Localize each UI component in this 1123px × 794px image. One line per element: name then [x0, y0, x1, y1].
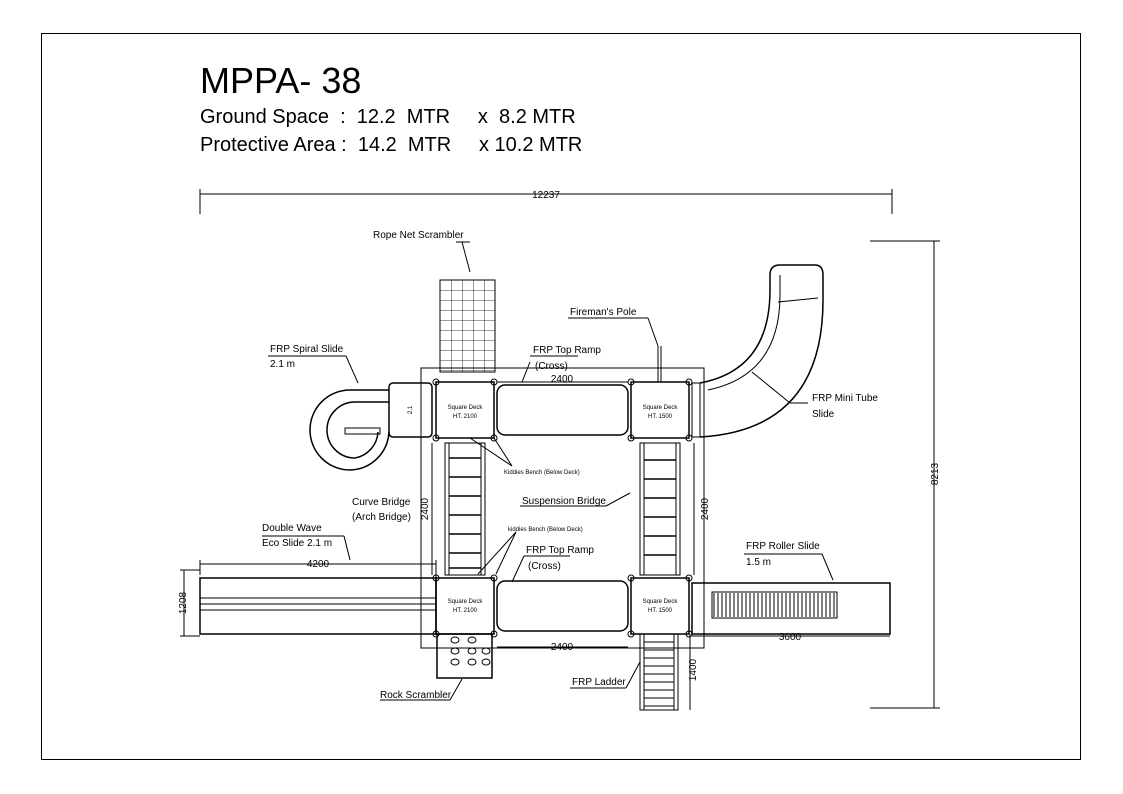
top-ramp-label-2: (Cross) [535, 361, 568, 372]
rock-scrambler: Rock Scrambler [380, 633, 493, 701]
curve-bridge-dimension: 2400 [420, 497, 431, 520]
rock-holds [450, 636, 491, 666]
deck-top-left [435, 381, 495, 439]
kiddies-bench-top-label: Kiddies Bench (Below Deck) [504, 470, 580, 476]
rock-hold [481, 647, 491, 655]
rock-hold [450, 636, 460, 644]
suspension-bridge: 2400 Suspension Bridge [520, 442, 711, 576]
rock-hold [450, 647, 460, 655]
top-ramp-dimension: 2400 [551, 374, 574, 385]
curve-bridge-label-2: (Arch Bridge) [352, 512, 411, 523]
mini-tube-label-2: Slide [812, 409, 835, 420]
wave-slide-length: 4200 [307, 559, 330, 570]
protective-area-spec: Protective Area : 14.2 MTR x 10.2 MTR [200, 134, 583, 156]
deck-bottom-left [435, 577, 495, 635]
deck-bottom-right-label-2: HT. 1500 [648, 608, 673, 614]
wave-slide-label-1: Double Wave [262, 523, 322, 534]
deck-bottom-right [630, 577, 690, 635]
kiddies-bench-notes: Kiddies Bench (Below Deck) kiddies Bench… [469, 437, 583, 575]
rope-net-label: Rope Net Scrambler [373, 230, 464, 241]
top-ramp-label-1: FRP Top Ramp [533, 345, 601, 356]
spiral-slide-label-2: 2.1 m [270, 359, 295, 370]
mini-tube-label-1: FRP Mini Tube [812, 393, 878, 404]
rock-hold [467, 658, 477, 666]
roller-slide-label-1: FRP Roller Slide [746, 541, 820, 552]
ground-space-spec: Ground Space : 12.2 MTR x 8.2 MTR [200, 106, 576, 128]
kiddies-bench-bottom-label: kiddies Bench (Below Deck) [508, 527, 583, 533]
rock-hold [467, 636, 477, 644]
bottom-ramp: 2400 FRP Top Ramp (Cross) [496, 545, 629, 653]
top-ramp: 2400 FRP Top Ramp (Cross) [496, 345, 629, 436]
frp-mini-tube-slide: FRP Mini Tube Slide [691, 264, 878, 438]
bottom-ramp-dimension: 2400 [551, 642, 574, 653]
rock-hold [481, 658, 491, 666]
platform-structure: Square Deck HT. 2100 Square Deck HT. 150… [420, 367, 705, 649]
suspension-bridge-dimension: 2400 [700, 497, 711, 520]
deck-bottom-left-label-1: Square Deck [448, 599, 484, 605]
rock-scrambler-label: Rock Scrambler [380, 690, 452, 701]
ladder-label: FRP Ladder [572, 677, 626, 688]
deck-top-left-label-1: Square Deck [448, 405, 484, 411]
frp-roller-slide: 3600 FRP Roller Slide 1.5 m [691, 541, 891, 643]
bottom-ramp-label-2: (Cross) [528, 561, 561, 572]
roller-bars [713, 593, 835, 617]
firemans-pole-label: Fireman's Pole [570, 307, 637, 318]
wave-slide-width: 1208 [178, 591, 189, 614]
overall-width-label: 12237 [532, 190, 560, 201]
deck-bottom-right-label-1: Square Deck [643, 599, 679, 605]
bottom-ramp-label-1: FRP Top Ramp [526, 545, 594, 556]
spiral-height-label: 2.1 [408, 405, 414, 414]
double-wave-eco-slide: 4200 1208 Double Wave Eco Slide 2.1 m [178, 523, 437, 637]
drawing-title: MPPA- 38 [200, 60, 362, 101]
drawing-frame [41, 33, 1081, 760]
deck-bottom-left-label-2: HT. 2100 [453, 608, 478, 614]
rope-net-scrambler: Rope Net Scrambler [373, 230, 496, 373]
overall-width-dimension: 12237 [199, 189, 893, 214]
overall-height-dimension: 8213 [870, 240, 941, 709]
deck-top-right [630, 381, 690, 439]
frp-ladder: 1400 FRP Ladder [570, 633, 699, 711]
rock-hold [450, 658, 460, 666]
deck-top-right-label-1: Square Deck [643, 405, 679, 411]
deck-top-right-label-2: HT. 1500 [648, 414, 673, 420]
frp-spiral-slide: 2.1 FRP Spiral Slide 2.1 m [268, 344, 433, 471]
ladder-dimension: 1400 [688, 658, 699, 681]
spiral-slide-label-1: FRP Spiral Slide [270, 344, 344, 355]
deck-top-left-label-2: HT. 2100 [453, 414, 478, 420]
wave-slide-label-2: Eco Slide 2.1 m [262, 538, 332, 549]
overall-height-label: 8213 [930, 462, 941, 485]
rock-hold [467, 647, 477, 655]
roller-slide-length: 3600 [779, 632, 802, 643]
roller-slide-label-2: 1.5 m [746, 557, 771, 568]
ladder-rungs [644, 641, 674, 707]
curve-bridge: 2400 Curve Bridge (Arch Bridge) [352, 442, 486, 576]
firemans-pole: Fireman's Pole [568, 307, 662, 382]
curve-bridge-label-1: Curve Bridge [352, 497, 411, 508]
suspension-bridge-label: Suspension Bridge [522, 496, 606, 507]
